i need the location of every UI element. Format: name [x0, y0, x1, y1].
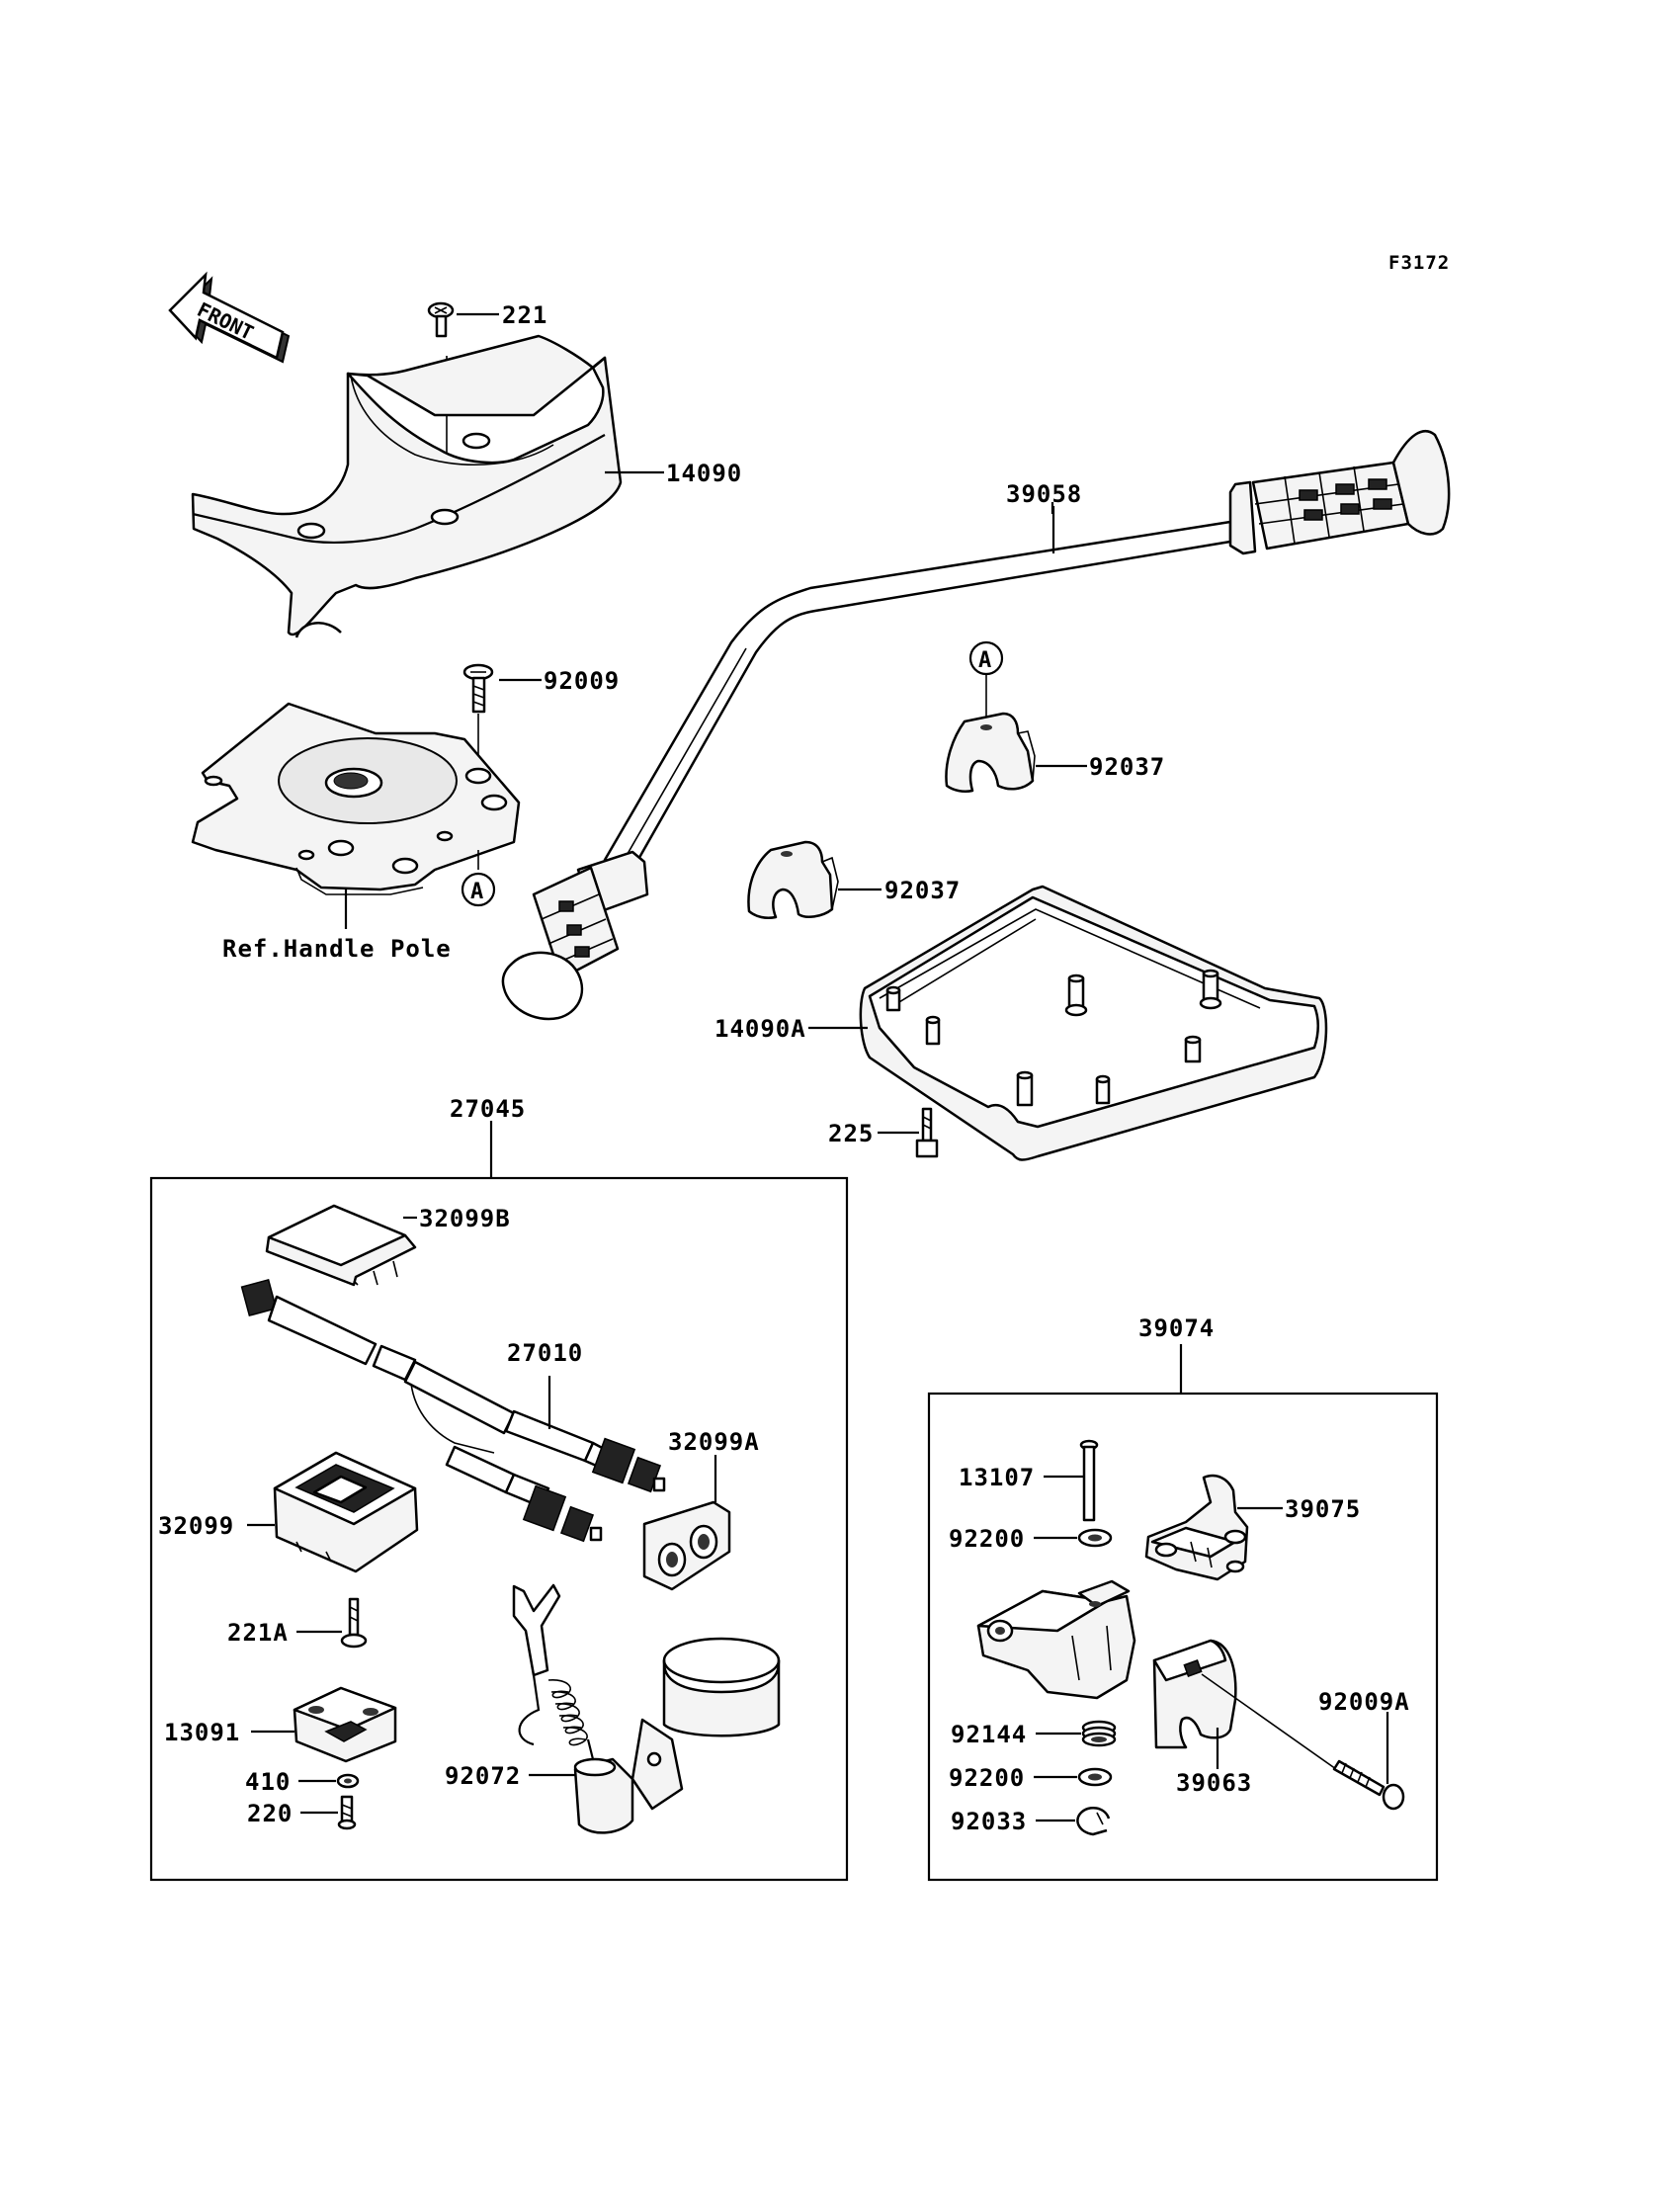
front-arrow-icon: FRONT: [168, 271, 291, 364]
reference-marker-a-lower: A: [461, 872, 496, 907]
callout-92200-upper: 92200: [949, 1525, 1025, 1553]
callout-92072: 92072: [445, 1762, 521, 1790]
circlip-92033-icon: [1076, 1806, 1111, 1836]
callout-92009A: 92009A: [1318, 1688, 1410, 1716]
callout-92144: 92144: [951, 1721, 1027, 1748]
group-box-27045: [149, 1176, 849, 1882]
screw-92009A-icon: [1332, 1759, 1405, 1811]
callout-32099B: 32099B: [419, 1205, 511, 1232]
group-box-39074: [927, 1392, 1439, 1882]
sleeve-39063-icon: [1152, 1639, 1237, 1749]
lever-39075-icon: [1144, 1474, 1249, 1581]
callout-27045: 27045: [450, 1095, 526, 1123]
callout-27010: 27010: [507, 1339, 583, 1367]
figure-code: F3172: [1388, 252, 1450, 274]
clamp-92037-upper-icon: [945, 712, 1036, 794]
clamp-13091-icon: [293, 1686, 397, 1763]
callout-221A: 221A: [227, 1619, 289, 1647]
screw-92009-icon: [462, 663, 494, 714]
washer-410-icon: [336, 1773, 360, 1789]
callout-92009: 92009: [544, 667, 620, 695]
callout-92200-lower: 92200: [949, 1764, 1025, 1792]
callout-14090: 14090: [666, 460, 742, 487]
switch-cable-27010-icon: [240, 1278, 666, 1543]
screw-221-icon: [427, 301, 455, 338]
throttle-body-bracket-icon: [976, 1579, 1136, 1700]
ref-handle-pole-label: Ref.Handle Pole: [222, 935, 452, 963]
callout-92037-upper: 92037: [1089, 753, 1165, 781]
reference-marker-a-upper: A: [968, 640, 1004, 676]
cover-32099B-icon: [265, 1204, 417, 1287]
callout-225: 225: [828, 1120, 874, 1147]
callout-39075: 39075: [1285, 1495, 1361, 1523]
callout-92037-lower: 92037: [884, 877, 961, 904]
washer-92200-lower-icon: [1077, 1767, 1113, 1787]
callout-32099: 32099: [158, 1512, 234, 1540]
callout-221: 221: [502, 301, 547, 329]
callout-92033: 92033: [951, 1808, 1027, 1835]
handle-pole-plate-icon: [191, 702, 521, 895]
handlebar-39058-icon: [501, 430, 1451, 1021]
spring-92144-icon: [1081, 1720, 1117, 1747]
svg-text:A: A: [978, 648, 992, 673]
screw-225-icon: [915, 1107, 939, 1158]
upper-cover-14090-icon: [191, 334, 623, 638]
callout-32099A: 32099A: [668, 1428, 760, 1456]
screw-220-icon: [337, 1795, 357, 1830]
svg-text:A: A: [470, 880, 484, 904]
grommet-32099A-icon: [642, 1500, 731, 1591]
callout-39063: 39063: [1176, 1769, 1252, 1797]
callout-410: 410: [245, 1768, 291, 1796]
callout-13107: 13107: [959, 1464, 1035, 1491]
callout-13091: 13091: [164, 1719, 240, 1746]
callout-39074: 39074: [1138, 1314, 1215, 1342]
clamp-92037-lower-icon: [747, 840, 839, 919]
pin-13107-icon: [1079, 1439, 1099, 1522]
callout-220: 220: [247, 1800, 293, 1827]
lower-cover-14090A-icon: [859, 885, 1328, 1161]
screw-221A-icon: [340, 1597, 368, 1649]
case-32099-icon: [273, 1451, 419, 1573]
callout-39058: 39058: [1006, 480, 1082, 508]
lanyard-92072-icon: [512, 1583, 781, 1834]
callout-14090A: 14090A: [714, 1015, 806, 1043]
washer-92200-upper-icon: [1077, 1528, 1113, 1548]
